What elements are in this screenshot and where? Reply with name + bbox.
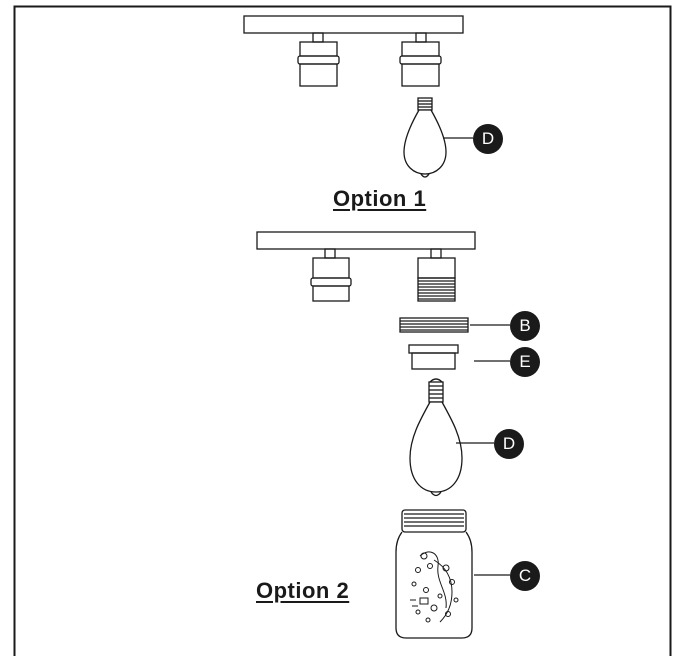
jar-c (396, 510, 472, 638)
callout-c: C (510, 561, 540, 591)
option1-title: Option 1 (333, 186, 426, 212)
option2-bulb (410, 379, 462, 496)
page-frame (15, 7, 671, 656)
callout-e: E (510, 347, 540, 377)
option1-socket-left (298, 33, 339, 86)
callout-d-option2: D (494, 429, 524, 459)
adapter-e (409, 345, 458, 369)
callout-d-option1: D (473, 124, 503, 154)
option2-socket-left (311, 249, 351, 301)
option1-socket-right (400, 33, 441, 86)
option1-bulb (404, 98, 446, 177)
callout-b: B (510, 311, 540, 341)
option1-ceiling-bar (244, 16, 463, 33)
option1-fixture (244, 16, 473, 177)
ring-b (400, 318, 468, 332)
option2-title: Option 2 (256, 578, 349, 604)
option2-ceiling-bar (257, 232, 475, 249)
option2-socket-right-threaded (418, 249, 455, 301)
